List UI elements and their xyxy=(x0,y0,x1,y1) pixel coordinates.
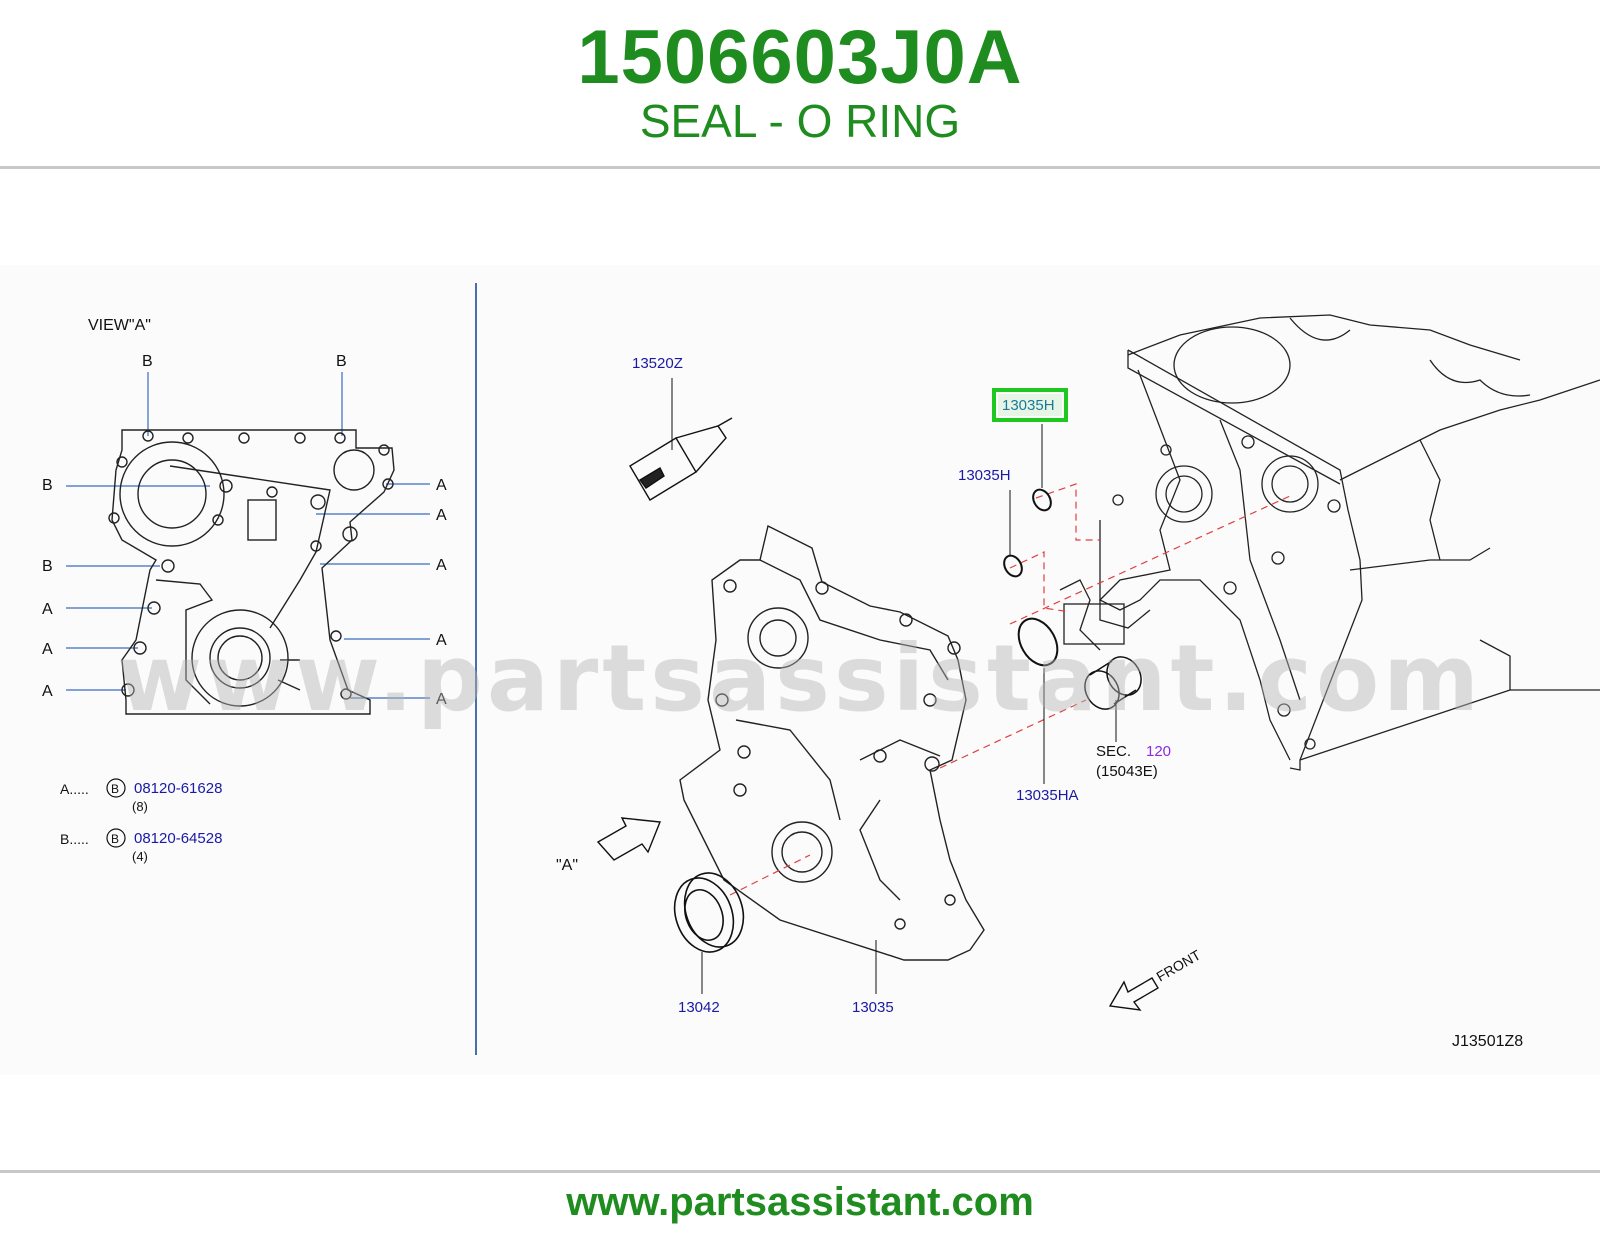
callout-left-a-2: A xyxy=(42,641,53,658)
callout-b-top-1: B xyxy=(142,353,153,370)
o-ring-13035h-lower[interactable] xyxy=(1001,552,1026,579)
callout-left-b-1: B xyxy=(42,477,53,494)
oil-seal-13042[interactable] xyxy=(665,865,754,961)
callout-right-a-4: A xyxy=(436,632,447,649)
callout-right-a-5: A xyxy=(436,691,447,708)
o-ring-13035ha[interactable] xyxy=(1011,612,1065,672)
callout-left-a-3: A xyxy=(42,683,53,700)
front-label: FRONT xyxy=(1154,946,1204,984)
legend-a-symbol: B xyxy=(111,782,119,796)
part-link-13042[interactable]: 13042 xyxy=(678,999,720,1016)
parts-diagram: VIEW"A" B B B B A A A A A A A A xyxy=(0,265,1600,1075)
part-number: 1506603J0A xyxy=(577,15,1023,100)
page-header: 1506603J0A SEAL - O RING xyxy=(0,0,1600,168)
legend-b-symbol: B xyxy=(111,832,119,846)
legend-a-key: A..... xyxy=(60,781,89,797)
legend-b-part-link[interactable]: 08120-64528 xyxy=(134,830,222,847)
legend-a-part-link[interactable]: 08120-61628 xyxy=(134,780,222,797)
part-description: SEAL - O RING xyxy=(639,95,961,147)
engine-block-drawing xyxy=(1059,314,1600,771)
front-arrow-icon xyxy=(1108,977,1159,1011)
sleeve-sec120[interactable] xyxy=(1078,651,1148,716)
view-a-arrow-label: "A" xyxy=(556,857,578,874)
header-divider xyxy=(0,166,1600,169)
part-link-13035[interactable]: 13035 xyxy=(852,999,894,1016)
footer-url-link[interactable]: www.partsassistant.com xyxy=(566,1180,1034,1224)
diagram-svg: VIEW"A" B B B B A A A A A A A A xyxy=(42,283,1600,1055)
part-link-13035h[interactable]: 13035H xyxy=(958,467,1011,484)
bolt-symbol-icon xyxy=(106,828,126,848)
view-a-cover-drawing xyxy=(108,429,395,715)
timing-cover-drawing xyxy=(679,524,985,961)
callout-b-top-2: B xyxy=(336,353,347,370)
sealant-tube-icon[interactable] xyxy=(629,417,733,501)
drawing-id: J13501Z8 xyxy=(1452,1033,1523,1050)
footer-divider xyxy=(0,1170,1600,1173)
legend-b-qty: (4) xyxy=(132,849,148,864)
bolt-symbol-icon xyxy=(106,778,126,798)
callout-left-b-2: B xyxy=(42,558,53,575)
sec-label: SEC. xyxy=(1096,743,1131,760)
highlight-box xyxy=(992,388,1068,422)
sec-reference: (15043E) xyxy=(1096,763,1158,780)
view-a-title: VIEW"A" xyxy=(88,317,151,334)
view-a-arrow-icon xyxy=(596,817,661,861)
callout-right-a-1: A xyxy=(436,477,447,494)
callout-right-a-2: A xyxy=(436,507,447,524)
callout-right-a-3: A xyxy=(436,557,447,574)
legend-a-qty: (8) xyxy=(132,799,148,814)
part-link-13035h-highlighted[interactable]: 13035H xyxy=(1002,397,1055,414)
alignment-lines xyxy=(729,483,1291,896)
o-ring-13035h-upper[interactable] xyxy=(1030,486,1055,513)
part-link-13035ha[interactable]: 13035HA xyxy=(1016,787,1079,804)
callout-left-a-1: A xyxy=(42,601,53,618)
legend-b-key: B..... xyxy=(60,831,89,847)
sec-number-link[interactable]: 120 xyxy=(1146,743,1171,760)
part-link-13520z[interactable]: 13520Z xyxy=(632,355,683,372)
